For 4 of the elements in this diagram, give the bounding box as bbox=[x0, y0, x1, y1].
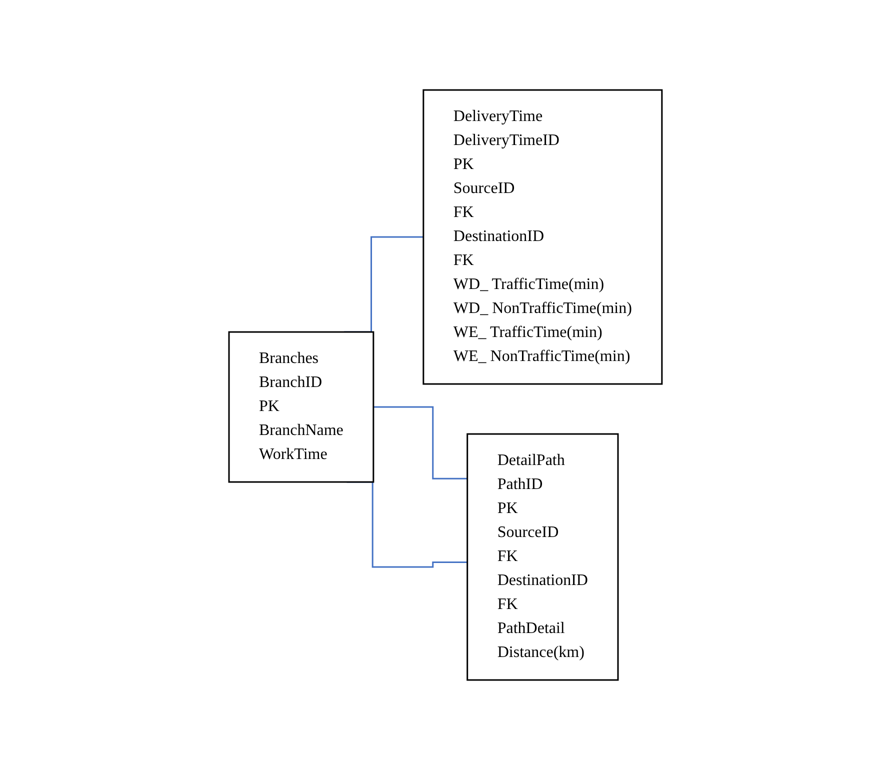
node-box: Branches BranchID PK BranchName WorkTime bbox=[228, 330, 374, 482]
connector bbox=[373, 406, 468, 479]
node-box: DetailPath PathID PK SourceID FK DestinationID FK PathDetail Distance(km) bbox=[466, 432, 619, 680]
node-box: DeliveryTime DeliveryTimeID PK SourceID FK DestinationID FK WD_ TrafficTime(min) WD_ NonTrafficTime(min) WE_ TrafficTime(min) WE_ NonTrafficTime(min) bbox=[422, 88, 663, 384]
